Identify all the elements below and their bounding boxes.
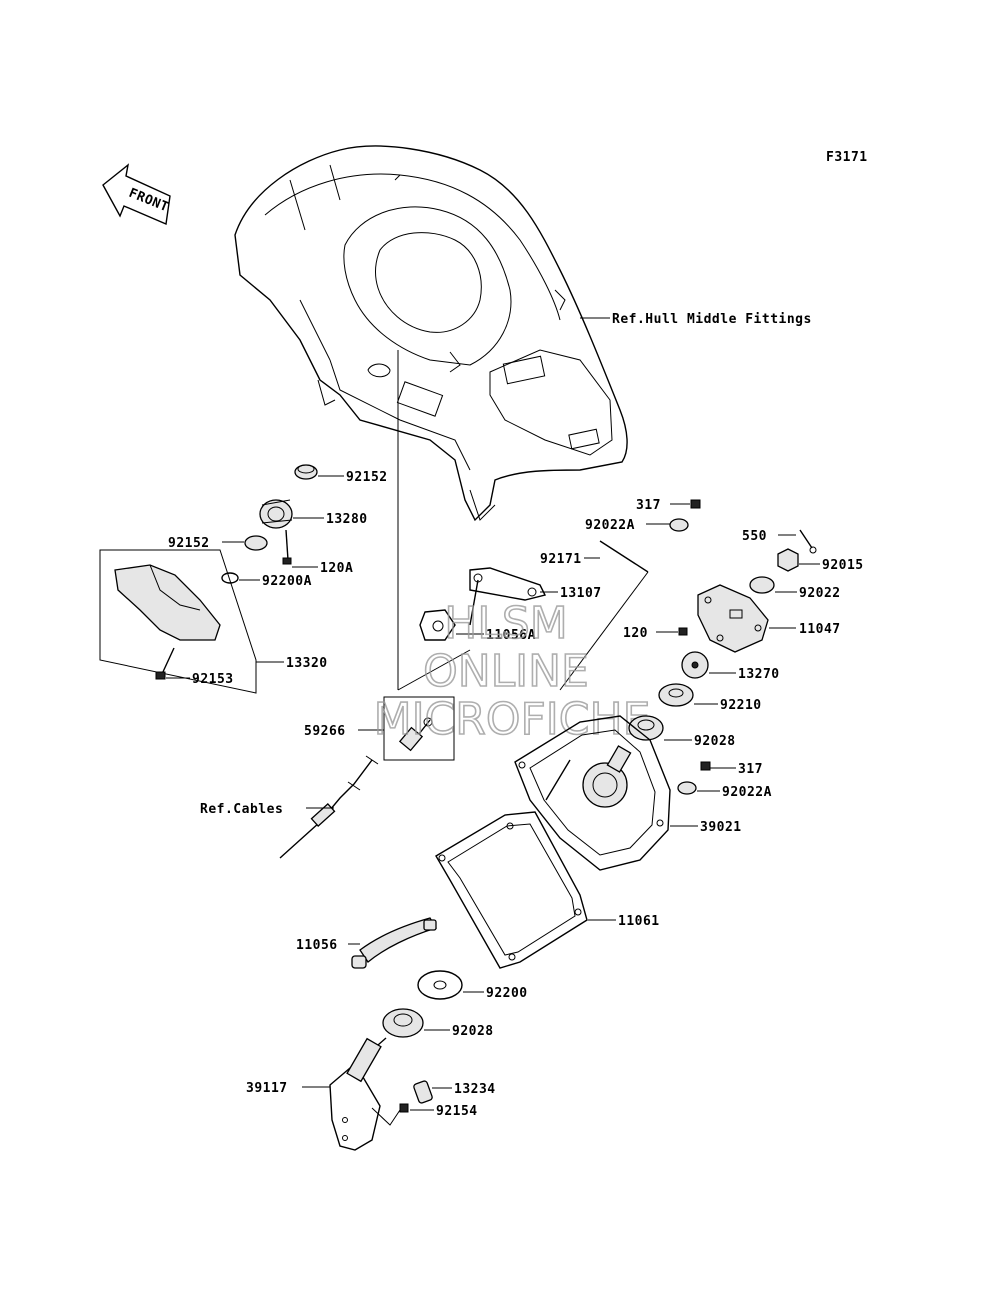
part-92200-washer — [417, 970, 463, 1000]
part-92171-rod — [599, 540, 649, 573]
label-11047: 11047 — [799, 622, 841, 637]
part-92154-bolt — [399, 1103, 409, 1113]
part-11047-bracket — [697, 584, 769, 653]
hull-middle-fittings — [234, 145, 628, 522]
label-11061: 11061 — [618, 914, 660, 929]
label-317-top: 317 — [636, 498, 661, 513]
part-13270-gear — [681, 651, 709, 679]
part-92015-nut — [777, 548, 799, 572]
part-92028-top — [628, 715, 664, 741]
label-11056: 11056 — [296, 938, 338, 953]
watermark-line1: HLSM — [444, 598, 568, 649]
part-39117-shaft — [329, 1037, 387, 1151]
label-92152-left: 92152 — [168, 536, 210, 551]
part-11056-lever — [351, 917, 437, 969]
cable-assembly — [279, 755, 379, 859]
label-120A: 120A — [320, 561, 353, 576]
watermark-line2: ONLINE — [423, 646, 589, 697]
label-11056A: 11056A — [486, 628, 536, 643]
part-13280-holder — [259, 499, 293, 529]
front-arrow-icon: FRONT — [102, 163, 171, 226]
part-92022A-mid — [677, 781, 697, 795]
ref-hull-label: Ref.Hull Middle Fittings — [612, 312, 812, 327]
label-92152-top: 92152 — [346, 470, 388, 485]
ref-cables-label: Ref.Cables — [200, 802, 283, 817]
label-13320: 13320 — [286, 656, 328, 671]
label-59266: 59266 — [304, 724, 346, 739]
part-92200A-washer — [221, 572, 239, 584]
part-92028-bottom — [382, 1008, 424, 1038]
part-92022-washer — [749, 576, 775, 594]
label-13107: 13107 — [560, 586, 602, 601]
label-13270: 13270 — [738, 667, 780, 682]
watermark: HLSM ONLINE MICROFICHE — [373, 597, 651, 746]
part-92022A-top — [669, 518, 689, 532]
label-39021: 39021 — [700, 820, 742, 835]
label-92200: 92200 — [486, 986, 528, 1001]
label-13234: 13234 — [454, 1082, 496, 1097]
part-13234-collar — [413, 1080, 433, 1104]
part-13320-cover — [114, 564, 221, 641]
part-317-nut-top — [690, 499, 701, 509]
watermark-line3: MICROFICHE — [374, 694, 651, 745]
label-92028-bottom: 92028 — [452, 1024, 494, 1039]
label-92210: 92210 — [720, 698, 762, 713]
part-550-cotter-pin — [799, 529, 817, 554]
label-39117: 39117 — [246, 1081, 288, 1096]
label-92022: 92022 — [799, 586, 841, 601]
part-11056A-plate — [419, 609, 456, 641]
part-92153-bolt — [155, 647, 175, 680]
figure-code: F3171 — [826, 150, 868, 165]
part-11061-gasket — [435, 811, 588, 969]
label-92200A: 92200A — [262, 574, 312, 589]
label-92153: 92153 — [192, 672, 234, 687]
label-13280: 13280 — [326, 512, 368, 527]
label-92022A-mid: 92022A — [722, 785, 772, 800]
part-317-nut-mid — [700, 761, 711, 771]
label-92015: 92015 — [822, 558, 864, 573]
part-59266-joint — [398, 717, 433, 752]
part-13107-arm — [469, 567, 547, 626]
part-39021-housing — [514, 715, 671, 871]
label-550: 550 — [742, 529, 767, 544]
part-92210-seal — [658, 683, 694, 707]
label-92028-top: 92028 — [694, 734, 736, 749]
label-92154: 92154 — [436, 1104, 478, 1119]
label-92022A-top: 92022A — [585, 518, 635, 533]
front-label: FRONT — [127, 186, 171, 216]
part-92152-grommet — [294, 464, 318, 480]
label-317-mid: 317 — [738, 762, 763, 777]
part-120A-bolt — [282, 529, 292, 565]
part-92152-left — [244, 535, 268, 551]
label-92171: 92171 — [540, 552, 582, 567]
part-120-bolt — [678, 627, 688, 636]
label-120: 120 — [623, 626, 648, 641]
